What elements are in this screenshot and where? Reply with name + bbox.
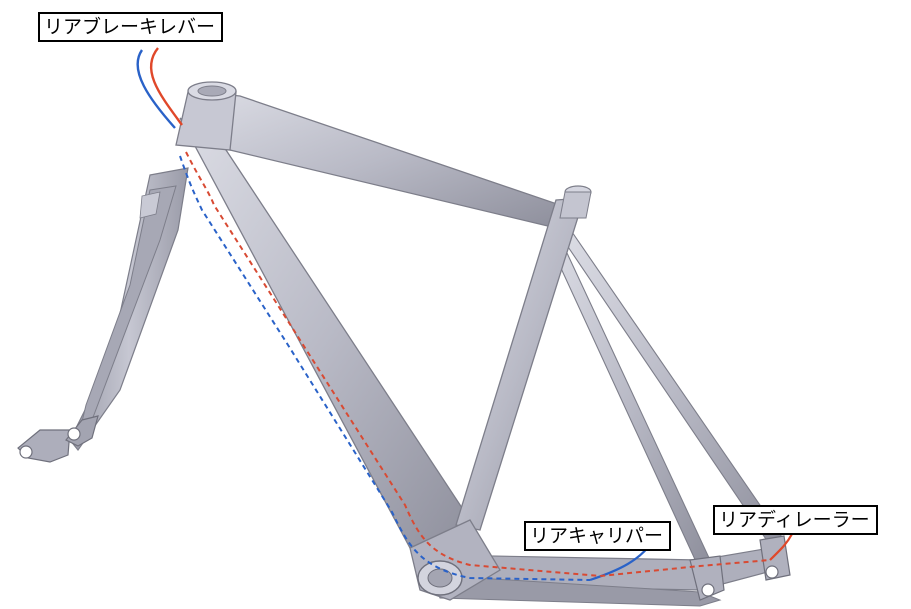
cable-internal bbox=[179, 151, 771, 581]
brake-cable-external bbox=[136, 49, 176, 129]
derailleur-cable-internal bbox=[185, 151, 771, 578]
derailleur-cable-external bbox=[149, 47, 183, 126]
rear-dropouts bbox=[689, 535, 791, 601]
rear-derailleur-label: リアディレーラー bbox=[713, 505, 878, 535]
rear-caliper-label: リアキャリパー bbox=[524, 521, 672, 551]
derailleur-cable-exit bbox=[769, 533, 793, 561]
main-triangle bbox=[175, 81, 592, 601]
rear-brake-lever-label: リアブレーキレバー bbox=[38, 12, 224, 42]
front-fork-illustration bbox=[17, 167, 189, 463]
brake-cable-internal bbox=[179, 155, 591, 581]
